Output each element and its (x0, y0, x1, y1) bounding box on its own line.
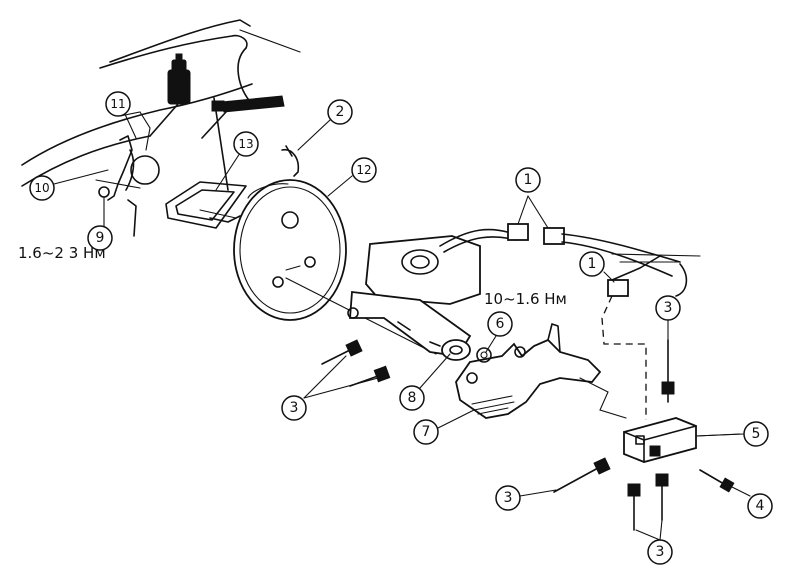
callout-3d: 3 (647, 539, 673, 565)
callout-7: 7 (413, 419, 439, 445)
callout-12: 12 (351, 157, 377, 183)
mounting-bracket (455, 323, 627, 419)
callout-1a: 1 (515, 167, 541, 193)
callout-number: 12 (356, 163, 371, 177)
callout-number: 3 (664, 300, 673, 316)
brake-booster (199, 145, 347, 321)
nut-6 (476, 347, 492, 363)
callout-13: 13 (233, 131, 259, 157)
callout-number: 3 (290, 400, 299, 416)
callout-10: 10 (29, 175, 55, 201)
callout-3c: 3 (495, 485, 521, 511)
callout-number: 1 (588, 256, 597, 272)
callout-2: 2 (327, 99, 353, 125)
proportioning-valve (623, 417, 741, 463)
callout-number: 2 (336, 104, 345, 120)
pedal-bracket (95, 135, 160, 237)
callout-number: 10 (34, 181, 49, 195)
callout-number: 11 (110, 97, 125, 111)
callout-number: 3 (504, 490, 513, 506)
callout-number: 8 (408, 390, 417, 406)
callout-number: 5 (752, 426, 761, 442)
torque-label-master-cylinder: 10~1.6 Hм (484, 290, 567, 308)
callout-5: 5 (743, 421, 769, 447)
sealant-spray-can-icon (149, 53, 191, 137)
callout-number: 1 (524, 172, 533, 188)
callout-6: 6 (487, 311, 513, 337)
callout-9: 9 (87, 225, 113, 251)
torque-label-booster: 1.6~2 3 Hм (18, 244, 106, 262)
wiring-harness (439, 223, 701, 297)
callout-leaders (53, 111, 751, 541)
callout-number: 7 (422, 424, 431, 440)
callout-number: 4 (756, 498, 765, 514)
callout-1b: 1 (579, 251, 605, 277)
callout-number: 3 (656, 544, 665, 560)
callout-3a: 3 (281, 395, 307, 421)
connector-route-dashed (601, 295, 647, 420)
callout-number: 13 (238, 137, 253, 151)
grease-tube-icon (201, 95, 285, 139)
callout-number: 9 (96, 230, 105, 246)
callout-3b: 3 (655, 295, 681, 321)
booster-gasket (165, 181, 247, 229)
master-cylinder (347, 235, 481, 361)
callout-number: 6 (496, 316, 505, 332)
callout-8: 8 (399, 385, 425, 411)
callout-11: 11 (105, 91, 131, 117)
callout-4: 4 (747, 493, 773, 519)
